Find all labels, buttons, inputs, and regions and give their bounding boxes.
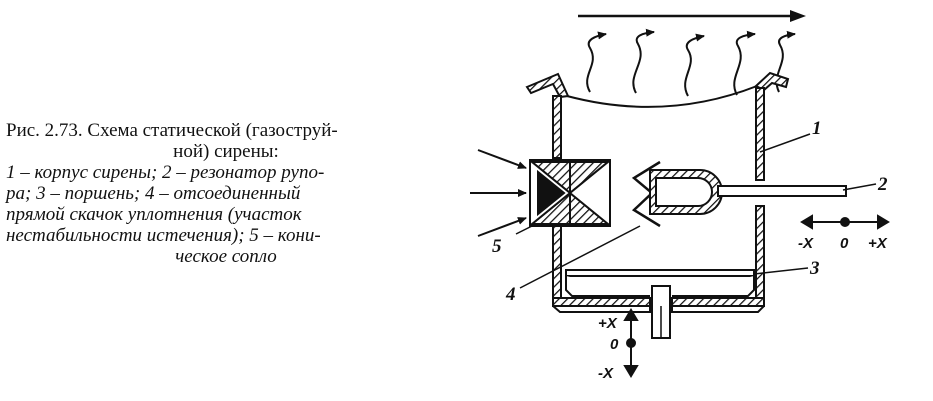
caption-line-1: Рис. 2.73. Схема статической (газоструй- — [6, 120, 338, 141]
caption-line-6: нестабильности истечения); 5 – кони- — [6, 225, 321, 246]
horizontal-axis — [800, 214, 890, 230]
caption-line-5: прямой скачок уплотнения (участок — [6, 204, 302, 225]
v-axis-zero: 0 — [610, 336, 619, 353]
conical-nozzle — [529, 159, 611, 227]
caption-line-7: ческое сопло — [175, 246, 277, 267]
figure-caption: Рис. 2.73. Схема статической (газоструй-… — [6, 120, 446, 267]
part-label-2: 2 — [877, 174, 888, 195]
part-label-4: 4 — [505, 284, 516, 305]
caption-line-4: ра; 3 – поршень; 4 – отсоединенный — [6, 183, 301, 204]
h-axis-zero: 0 — [840, 235, 849, 252]
sound-wave-arrows — [586, 28, 796, 97]
piston — [565, 269, 755, 339]
part-label-3: 3 — [809, 258, 820, 279]
part-label-1: 1 — [812, 118, 822, 139]
vertical-axis — [623, 308, 639, 378]
h-axis-minus: -X — [798, 235, 814, 252]
inflow-arrows — [470, 149, 527, 237]
horn-resonator — [649, 169, 847, 215]
wavefront-curve — [566, 85, 758, 108]
v-axis-minus: -X — [598, 365, 614, 382]
h-axis-plus: +X — [868, 235, 888, 252]
caption-line-3: 1 – корпус сирены; 2 – резонатор рупо- — [6, 162, 325, 183]
caption-line-2: ной) сирены: — [173, 141, 279, 162]
v-axis-plus: +X — [598, 315, 618, 332]
flow-arrow — [578, 10, 806, 22]
part-label-5: 5 — [492, 236, 502, 257]
leader-lines — [515, 133, 877, 289]
